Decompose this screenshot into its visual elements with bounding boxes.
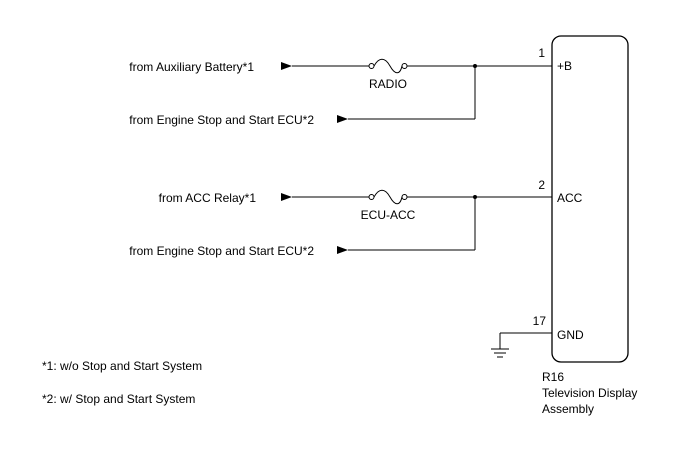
- footnote-1: *1: w/o Stop and Start System: [42, 359, 202, 373]
- arrow-right-icon: [281, 193, 292, 201]
- source-label-ess-ecu-1: from Engine Stop and Start ECU*2: [129, 113, 314, 127]
- arrow-right-icon: [337, 246, 348, 254]
- pin-name-acc: ACC: [557, 191, 583, 205]
- pin-name-gnd: GND: [557, 328, 584, 342]
- arrow-right-icon: [337, 115, 348, 123]
- source-label-acc-relay: from ACC Relay*1: [159, 191, 257, 205]
- ground-icon: [491, 348, 509, 358]
- component-code: R16: [542, 370, 564, 384]
- component-box: [551, 35, 629, 363]
- pin-number-17: 17: [533, 314, 547, 328]
- pin-number-2: 2: [538, 178, 545, 192]
- fuse-icon: [368, 189, 408, 205]
- fuse-icon: [368, 58, 408, 74]
- fuse-label-radio: RADIO: [369, 77, 407, 91]
- source-label-aux-battery: from Auxiliary Battery*1: [129, 60, 254, 74]
- pin-number-1: 1: [538, 46, 545, 60]
- pin-name-b: +B: [557, 59, 572, 73]
- component-name-line1: Television Display: [542, 386, 637, 400]
- fuse-label-ecu-acc: ECU-ACC: [361, 208, 416, 222]
- component-name-line2: Assembly: [542, 402, 594, 416]
- footnote-2: *2: w/ Stop and Start System: [42, 392, 195, 406]
- arrow-right-icon: [281, 62, 292, 70]
- source-label-ess-ecu-2: from Engine Stop and Start ECU*2: [129, 244, 314, 258]
